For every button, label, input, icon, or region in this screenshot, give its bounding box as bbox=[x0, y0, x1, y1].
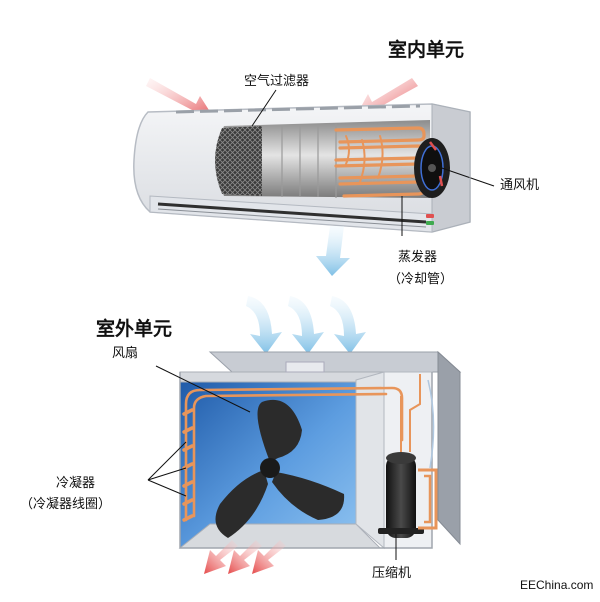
source-credit: EEChina.com bbox=[520, 578, 594, 592]
cool-air-out-arrow bbox=[316, 226, 350, 276]
evaporator-label: 蒸发器 bbox=[398, 250, 438, 265]
evaporator-note: （冷却管） bbox=[388, 272, 454, 287]
leader-lines bbox=[147, 89, 495, 560]
indoor-unit-title: 室内单元 bbox=[388, 39, 465, 61]
air-filter-label: 空气过滤器 bbox=[244, 74, 310, 89]
condenser-note: （冷凝器线圈） bbox=[20, 497, 112, 512]
cool-air-in-arrows bbox=[246, 296, 366, 354]
blower-fan bbox=[414, 138, 450, 198]
fan-label: 风扇 bbox=[112, 346, 139, 361]
outdoor-fan bbox=[215, 399, 345, 538]
condenser-coil bbox=[182, 386, 404, 522]
compressor bbox=[378, 374, 438, 538]
hot-air-arrow-left bbox=[146, 78, 214, 118]
condenser-label: 冷凝器 bbox=[56, 476, 96, 491]
compressor-label: 压缩机 bbox=[372, 566, 412, 581]
outdoor-unit-title: 室外单元 bbox=[96, 318, 173, 340]
blower-label: 通风机 bbox=[500, 178, 540, 193]
hot-air-out-arrows bbox=[204, 540, 286, 574]
